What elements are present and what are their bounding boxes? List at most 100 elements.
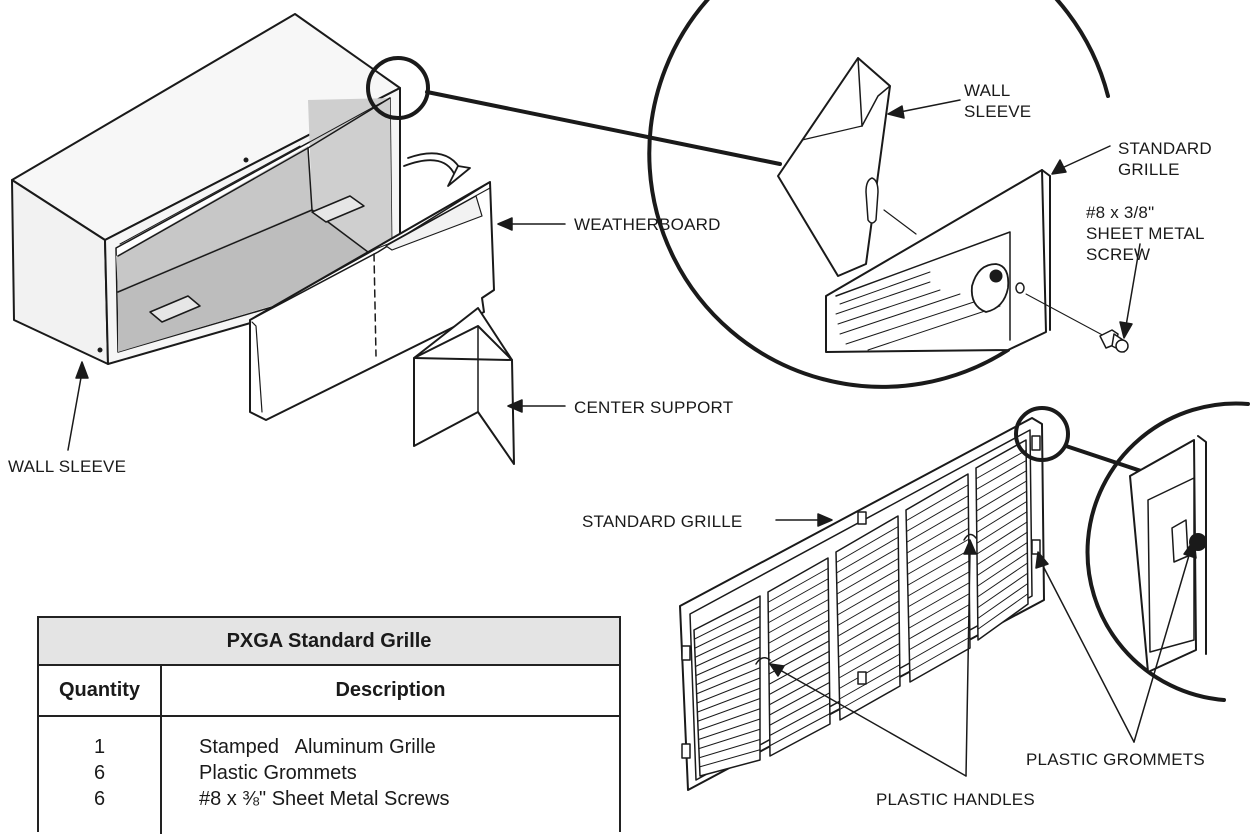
grille-louver-line	[768, 619, 830, 654]
grille-louver-line	[976, 552, 1028, 587]
grille-louver-line	[698, 728, 761, 750]
grille-louver-line	[768, 630, 830, 665]
detail-connector-bottom	[1064, 444, 1152, 476]
grille-louver-line	[976, 511, 1028, 544]
insert-arrow-icon	[403, 152, 471, 187]
grille-louver-line	[768, 599, 829, 634]
grille-louver-line	[767, 578, 829, 613]
grille-louver-line	[908, 582, 970, 618]
grille-louver-line	[976, 531, 1028, 566]
grille-louver-line	[907, 560, 970, 597]
grille-louver-line	[837, 611, 900, 647]
grille-louver-line	[695, 646, 761, 677]
grille-louver-line	[835, 526, 899, 563]
label-plastic-handles: PLASTIC HANDLES	[876, 790, 1035, 809]
grille-louver-line	[836, 558, 899, 595]
detail-zoom-top	[647, 0, 1129, 389]
label-screw-line1: #8 x 3/8"	[1086, 203, 1155, 222]
table-row-description: Plastic Grommets	[199, 762, 357, 784]
label-standard-grille-detail: STANDARD GRILLE	[1118, 138, 1212, 180]
grille-louver-line	[976, 542, 1028, 576]
grille-louver-line	[837, 589, 900, 626]
grille-louver-line	[836, 536, 899, 574]
table-row-description: Stamped Aluminum Grille	[199, 736, 436, 758]
column-divider	[160, 666, 162, 834]
grille-louver-line	[906, 517, 969, 554]
grille-louver-line	[905, 484, 969, 522]
grille-louver-line	[837, 600, 900, 637]
grille-louver-line	[769, 702, 831, 736]
grille-louver-line	[907, 549, 970, 586]
grille-louver-line	[906, 495, 969, 532]
label-wall-sleeve-detail-line2: SLEEVE	[964, 102, 1032, 121]
grille-louver-line	[697, 708, 761, 731]
grille-louver-line	[836, 547, 899, 584]
grille-louver-line	[698, 739, 761, 759]
grille-louver-line	[975, 460, 1027, 490]
grille-louver-line	[697, 698, 761, 722]
grille-louver-line	[909, 636, 971, 672]
grille-louver-line	[976, 480, 1027, 512]
column-header-description: Description	[335, 679, 446, 701]
leader-lines-bottom-right	[769, 513, 1197, 777]
grille-louver-line	[768, 650, 830, 685]
column-header-quantity: Quantity	[58, 679, 141, 701]
grille-louver-line	[976, 521, 1028, 555]
label-plastic-grommets: PLASTIC GROMMETS	[1026, 750, 1205, 769]
grille-louver-line	[767, 567, 829, 603]
label-wall-sleeve-left: WALL SLEEVE	[8, 457, 127, 476]
grille-louver-line	[768, 661, 830, 695]
grille-louver-line	[768, 671, 830, 706]
grille-louver-line	[769, 692, 831, 726]
grille-louver-line	[908, 604, 970, 640]
label-wall-sleeve-detail: WALL SLEEVE	[964, 80, 1031, 122]
grille-louver-line	[693, 605, 761, 640]
grille-louver-line	[699, 749, 761, 768]
grille-louver-line	[698, 718, 761, 740]
grille-louver-line	[694, 616, 761, 649]
label-screw: #8 x 3/8" SHEET METAL SCREW	[1086, 202, 1205, 265]
leader-lines-left	[67, 217, 566, 451]
header-divider	[39, 715, 619, 717]
grille-louver-line	[837, 579, 900, 616]
detail-circle-grille	[1014, 406, 1070, 462]
label-screw-line2: SHEET METAL	[1086, 224, 1205, 243]
grille-louver-line	[838, 632, 900, 668]
label-standard-grille: STANDARD GRILLE	[582, 512, 743, 531]
table-row-quantity: 6	[93, 762, 106, 784]
grille-louver-line	[838, 653, 901, 689]
grille-louver-line	[975, 470, 1027, 501]
label-standard-grille-detail-line1: STANDARD	[1118, 139, 1212, 158]
weatherboard-panel	[249, 181, 495, 421]
grille-louver-line	[977, 572, 1029, 609]
grille-louver-line	[907, 538, 970, 575]
grille-louver-line	[839, 664, 901, 700]
table-row-quantity: 6	[93, 788, 106, 810]
label-weatherboard: WEATHERBOARD	[574, 215, 721, 234]
grille-louver-line	[769, 682, 830, 716]
label-standard-grille-detail-line2: GRILLE	[1118, 160, 1180, 179]
grille-louver-line	[906, 527, 970, 565]
leader-lines-top-right	[887, 99, 1141, 339]
grille-louver-line	[975, 449, 1027, 480]
grille-louver-line	[838, 643, 900, 679]
parts-table: PXGA Standard Grille Quantity Descriptio…	[37, 616, 621, 834]
grille-louver-line	[768, 609, 830, 644]
grille-louver-line	[696, 667, 761, 695]
table-row-description: #8 x ⅜" Sheet Metal Screws	[199, 788, 450, 810]
detail-connector-top	[425, 90, 782, 166]
grille-louver-line	[695, 636, 761, 667]
grille-louver-line	[909, 625, 971, 661]
grille-louver-line	[977, 593, 1029, 630]
grille-louver-line	[836, 568, 900, 605]
table-title: PXGA Standard Grille	[39, 618, 619, 666]
grille-louver-line	[977, 562, 1028, 598]
grille-louver-line	[976, 501, 1028, 533]
detail-circle-sleeve	[366, 56, 430, 120]
label-wall-sleeve-detail-line1: WALL	[964, 81, 1011, 100]
grille-louver-line	[696, 677, 761, 704]
grille-louver-line	[839, 674, 901, 710]
grille-louver-line	[838, 621, 900, 658]
center-support-part	[413, 307, 515, 465]
